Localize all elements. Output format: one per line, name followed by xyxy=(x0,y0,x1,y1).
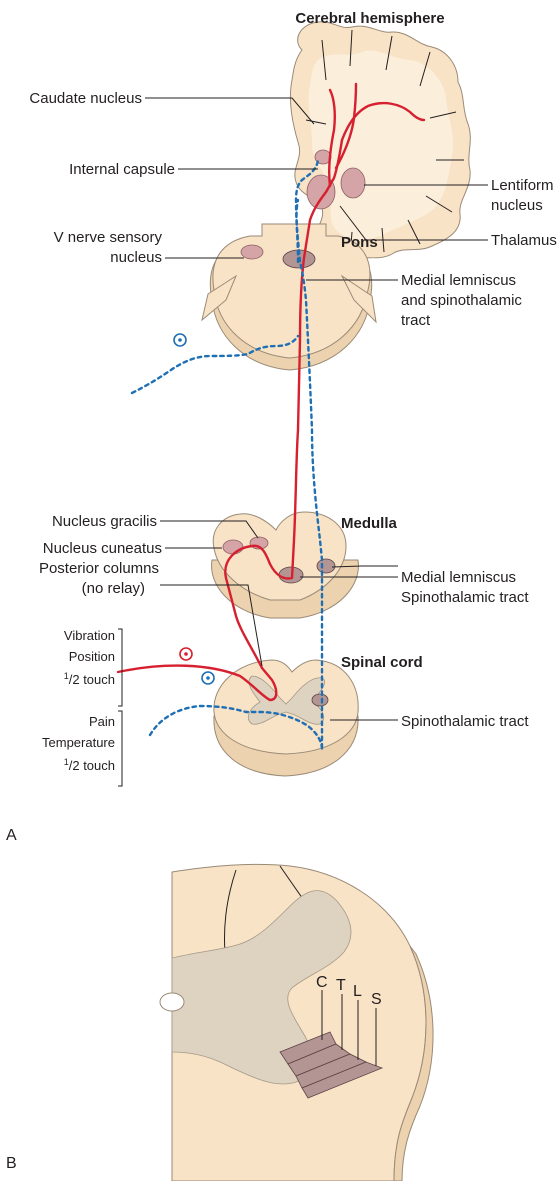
half-touch-label: 1/2 touch xyxy=(64,671,115,687)
spinothalamic-tract-cord-label: Spinothalamic tract xyxy=(401,713,529,730)
medulla-label: Medulla xyxy=(341,515,397,532)
internal-capsule-label: Internal capsule xyxy=(69,161,175,178)
thalamus-shape xyxy=(307,175,335,209)
lamina-t-label: T xyxy=(336,977,346,994)
thalamus-label: Thalamus xyxy=(491,232,557,249)
spinothalamic-tract-medulla-label: Spinothalamic tract xyxy=(401,589,529,606)
lamina-c-label: C xyxy=(316,974,328,991)
nucleus-gracilis-label: Nucleus gracilis xyxy=(52,513,157,530)
position-label: Position xyxy=(69,649,115,664)
panel-b-label: B xyxy=(6,1155,17,1172)
lentiform-nucleus-shape xyxy=(341,168,365,198)
vibration-label: Vibration xyxy=(64,628,115,643)
cerebral-hemisphere-label: Cerebral hemisphere xyxy=(295,10,444,27)
posterior-columns-label-2: (no relay) xyxy=(82,580,145,597)
spinal-cord-section xyxy=(214,660,358,776)
v-nerve-label-2: nucleus xyxy=(110,249,162,266)
v-nerve-label-1: V nerve sensory xyxy=(54,229,163,246)
medulla-spinothalamic-shape xyxy=(317,559,335,573)
cord-spinothalamic-shape xyxy=(312,694,328,706)
lentiform-nucleus-label-1: Lentiform xyxy=(491,177,554,194)
medial-lemniscus-st-label-2: and spinothalamic xyxy=(401,292,522,309)
lamina-s-label: S xyxy=(371,991,382,1008)
half-touch-label-b: 1/2 touch xyxy=(64,757,115,773)
lamina-l-label: L xyxy=(353,983,362,1000)
face-receptor-icon xyxy=(174,334,186,346)
posterior-columns-label-1: Posterior columns xyxy=(39,560,159,577)
vibration-receptor-icon xyxy=(180,648,192,660)
panel-a-label: A xyxy=(6,827,17,844)
temperature-label: Temperature xyxy=(42,735,115,750)
medial-lemniscus-label: Medial lemniscus xyxy=(401,569,516,586)
cord-detail-section xyxy=(160,864,433,1181)
pain-label: Pain xyxy=(89,714,115,729)
medial-lemniscus-st-label-3: tract xyxy=(401,312,431,329)
nucleus-cuneatus-label: Nucleus cuneatus xyxy=(43,540,162,557)
medulla-section xyxy=(212,512,359,618)
spinal-cord-label: Spinal cord xyxy=(341,654,423,671)
pain-receptor-icon xyxy=(202,672,214,684)
caudate-nucleus-label: Caudate nucleus xyxy=(29,90,142,107)
pons-label: Pons xyxy=(341,234,378,251)
lentiform-nucleus-label-2: nucleus xyxy=(491,197,543,214)
nucleus-cuneatus-shape xyxy=(223,540,243,554)
medial-lemniscus-st-label-1: Medial lemniscus xyxy=(401,272,516,289)
v-nerve-sensory-nucleus-shape xyxy=(241,245,263,259)
